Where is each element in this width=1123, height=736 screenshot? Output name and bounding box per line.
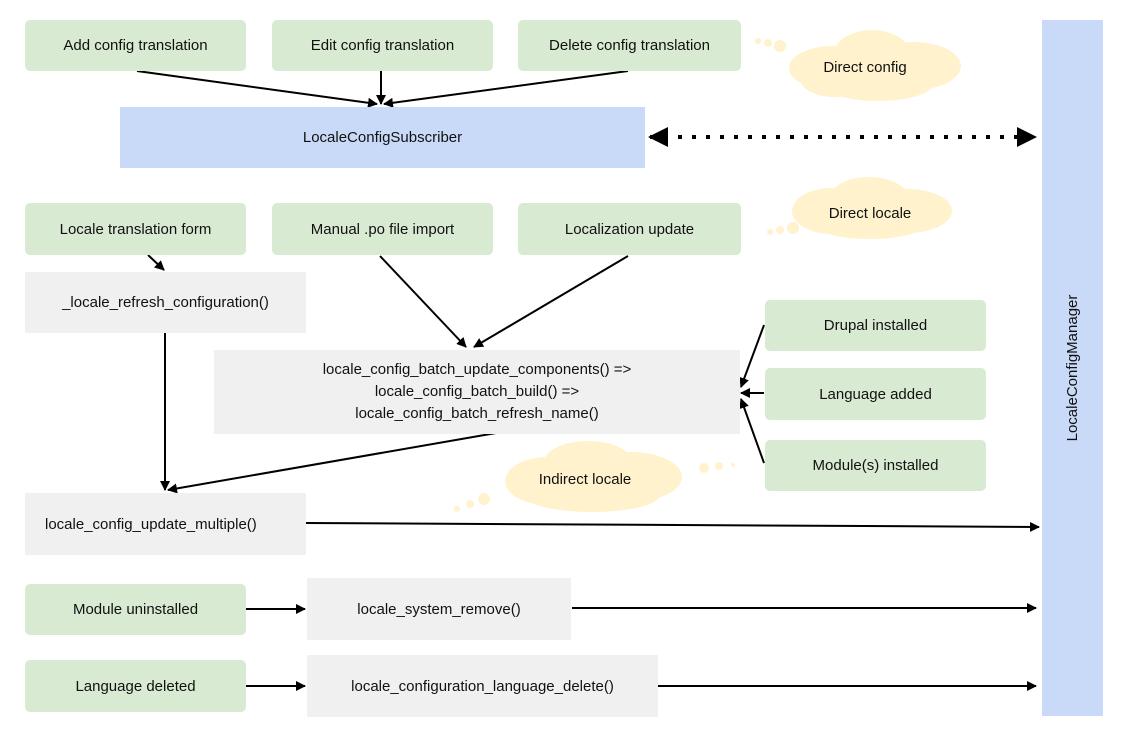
locale-translation-form-box: Locale translation form [25,203,246,255]
manual-import-to-batch-arrow [379,255,467,348]
batch-build-text: locale_config_batch_build() => [374,383,580,400]
batch-update-components-text: locale_config_batch_update_components() … [322,361,632,378]
direct-config-cloud [755,30,961,101]
direct-locale-label: Direct locale [828,205,912,222]
locale-refresh-configuration-box: _locale_refresh_configuration() [25,272,306,333]
locale-config-update-multiple-box: locale_config_update_multiple() [25,493,306,555]
delete-to-subscriber-arrow [383,70,629,108]
batch-refresh-name-text: locale_config_batch_refresh_name() [355,405,599,422]
update-to-manager-arrow [305,521,1040,532]
localization-update-box: Localization update [518,203,741,255]
edit-config-translation-box: Edit config translation [272,20,493,71]
locale-config-manager-box: LocaleConfigManager [1042,20,1103,716]
modules-installed-to-batch-arrow [739,398,765,464]
diagram-arrows [136,70,1040,691]
add-config-translation-box: Add config translation [25,20,246,71]
locale-config-subscriber-box: LocaleConfigSubscriber [120,107,645,168]
direct-config-label: Direct config [823,59,907,76]
cloud-shapes [454,30,961,512]
locale-config-batch-functions-box: locale_config_batch_update_components() … [214,350,740,434]
batch-to-update-arrow [167,432,497,494]
locale-config-manager-label: LocaleConfigManager [1063,294,1081,442]
form-to-refresh-arrow [147,254,165,271]
module-uninstalled-box: Module uninstalled [25,584,246,635]
language-added-box: Language added [765,368,986,420]
locale-configuration-language-delete-box: locale_configuration_language_delete() [307,655,658,717]
locale-system-remove-box: locale_system_remove() [307,578,571,640]
modules-installed-box: Module(s) installed [765,440,986,491]
manual-po-file-import-box: Manual .po file import [272,203,493,255]
indirect-locale-cloud [454,441,735,512]
drupal-installed-box: Drupal installed [765,300,986,351]
language-deleted-box: Language deleted [25,660,246,712]
drupal-installed-to-batch-arrow [739,324,765,388]
direct-locale-cloud [767,177,952,239]
add-to-subscriber-arrow [136,70,378,108]
indirect-locale-label: Indirect locale [538,471,632,488]
localization-update-to-batch-arrow [473,255,629,348]
delete-config-translation-box: Delete config translation [518,20,741,71]
